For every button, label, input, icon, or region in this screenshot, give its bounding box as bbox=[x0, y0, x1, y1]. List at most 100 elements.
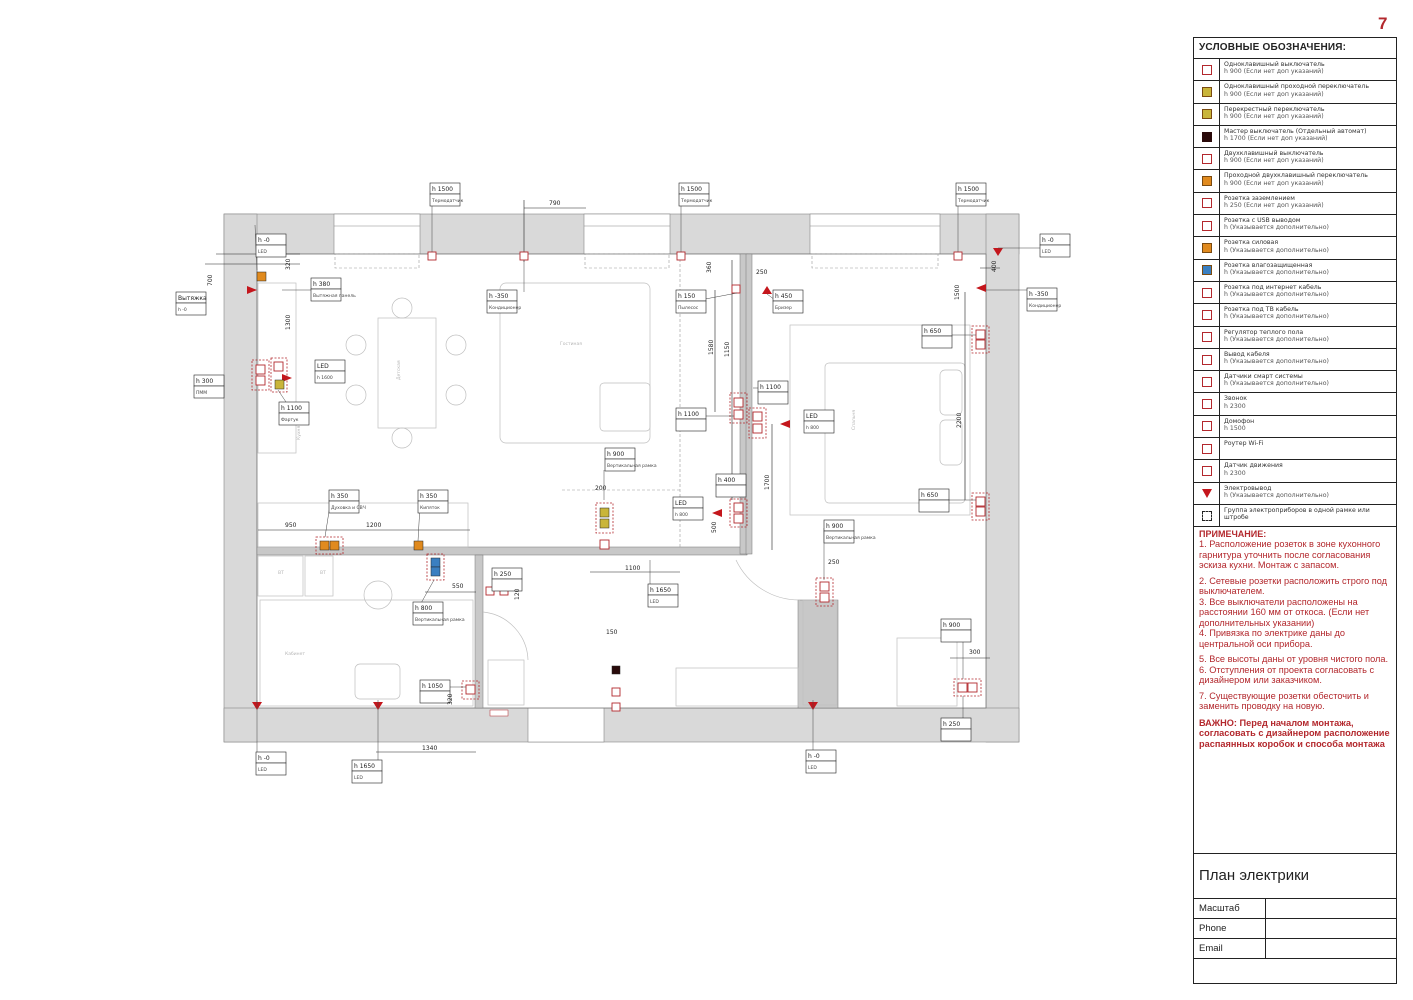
legend-item-height: h (Указывается дополнительно) bbox=[1224, 380, 1329, 388]
legend-item-height: h (Указывается дополнительно) bbox=[1224, 358, 1329, 366]
tag-label: Фартук bbox=[281, 417, 299, 423]
legend-item-height: h (Указывается дополнительно) bbox=[1224, 335, 1329, 343]
dimension-label: 2200 bbox=[956, 413, 963, 428]
tag-label: LED bbox=[258, 249, 267, 255]
dimension-label: 500 bbox=[711, 521, 718, 533]
legend-item-name: Одноклавишный проходной переключатель bbox=[1224, 83, 1369, 91]
tag-label: h -0 bbox=[178, 307, 187, 313]
power-socket-icon bbox=[1201, 243, 1212, 254]
usb-socket-icon bbox=[1201, 220, 1212, 231]
tag-height: h -0 bbox=[1042, 237, 1054, 244]
tag-label: Вертикальная рамка bbox=[826, 535, 876, 541]
email-label: Email bbox=[1194, 939, 1266, 958]
email-row: Email bbox=[1194, 939, 1396, 959]
dashed-zones bbox=[334, 253, 939, 547]
tag-height: h 800 bbox=[415, 605, 432, 612]
note-5: 5. Все высоты даны от уровня чистого пол… bbox=[1199, 654, 1389, 665]
legend-item-name: Датчик движения bbox=[1224, 462, 1283, 470]
tag-height: h 450 bbox=[775, 293, 792, 300]
tag-height: h 350 bbox=[331, 493, 348, 500]
legend-item-name: Домофон bbox=[1224, 417, 1255, 425]
tag-height: h -0 bbox=[258, 237, 270, 244]
tag-height: h -350 bbox=[489, 293, 509, 300]
dimension-label: 200 bbox=[595, 485, 607, 492]
legend-item-height: h (Указывается дополнительно) bbox=[1224, 268, 1329, 276]
smart-sensor-icon bbox=[1201, 376, 1212, 387]
tag-height: h 1100 bbox=[281, 405, 302, 412]
drawing-title: План электрики bbox=[1194, 853, 1396, 899]
tag-height: h 250 bbox=[943, 721, 960, 728]
tag-height: h 300 bbox=[196, 378, 213, 385]
furniture bbox=[257, 282, 971, 707]
legend-row: Роутер Wi-Fi bbox=[1194, 438, 1396, 461]
tag-label: LED bbox=[258, 767, 267, 773]
phone-row: Phone bbox=[1194, 919, 1396, 939]
annotation-tag: h -0 LED bbox=[255, 233, 287, 258]
legend-item-name: Розетка силовая bbox=[1224, 239, 1279, 247]
tag-label: Вертикальная рамка bbox=[415, 617, 465, 623]
page-number: 7 bbox=[1378, 14, 1388, 33]
tag-label: h 800 bbox=[806, 425, 819, 431]
tag-height: h 400 bbox=[718, 477, 735, 484]
tag-label: LED bbox=[650, 599, 659, 605]
legend-row: Группа электроприборов в одной рамке или… bbox=[1194, 504, 1396, 528]
dimension-label: 1580 bbox=[708, 340, 715, 355]
legend-item-name: Мастер выключатель (Отдельный автомат) bbox=[1224, 127, 1367, 135]
tag-height: h 1500 bbox=[432, 186, 453, 193]
legend-item-name: Розетка заземлением bbox=[1224, 194, 1295, 202]
annotation-tag: h 250 bbox=[491, 567, 523, 592]
dimension-label: 1300 bbox=[285, 315, 292, 330]
tag-label: Пылесос bbox=[678, 305, 699, 311]
room-label: ВТ bbox=[278, 570, 284, 576]
dimension-label: 360 bbox=[706, 261, 713, 273]
tag-height: LED bbox=[675, 500, 687, 507]
legend-item-name: Двухклавишный выключатель bbox=[1224, 150, 1324, 158]
tag-label: Кондиционер bbox=[1029, 303, 1061, 309]
annotation-tag: h 250 bbox=[940, 717, 972, 742]
tv-socket-icon bbox=[1201, 309, 1212, 320]
tag-label: LED bbox=[354, 775, 363, 781]
legend-panel: УСЛОВНЫЕ ОБОЗНАЧЕНИЯ: Одноклавишный выкл… bbox=[1193, 37, 1397, 984]
dimension-label: 400 bbox=[991, 260, 998, 272]
dimension-label: 950 bbox=[285, 522, 297, 529]
dimension-label: 1100 bbox=[625, 565, 640, 572]
legend-item-name: Розетка влагозащищенная bbox=[1224, 261, 1313, 269]
intercom-icon bbox=[1201, 421, 1212, 432]
legend-item-name: Розетка под интернет кабель bbox=[1224, 283, 1322, 291]
room-label: Спальня bbox=[851, 410, 857, 430]
tag-height: h 900 bbox=[826, 523, 843, 530]
legend-item-name: Вывод кабеля bbox=[1224, 350, 1270, 358]
tag-height: h -350 bbox=[1029, 291, 1049, 298]
legend-item-name: Проходной двухклавишный переключатель bbox=[1224, 172, 1368, 180]
notes-title: ПРИМЕЧАНИЕ: bbox=[1199, 529, 1267, 540]
room-label: ВТ bbox=[320, 570, 326, 576]
tag-height: h 1050 bbox=[422, 683, 443, 690]
scale-row: Масштаб bbox=[1194, 899, 1396, 919]
